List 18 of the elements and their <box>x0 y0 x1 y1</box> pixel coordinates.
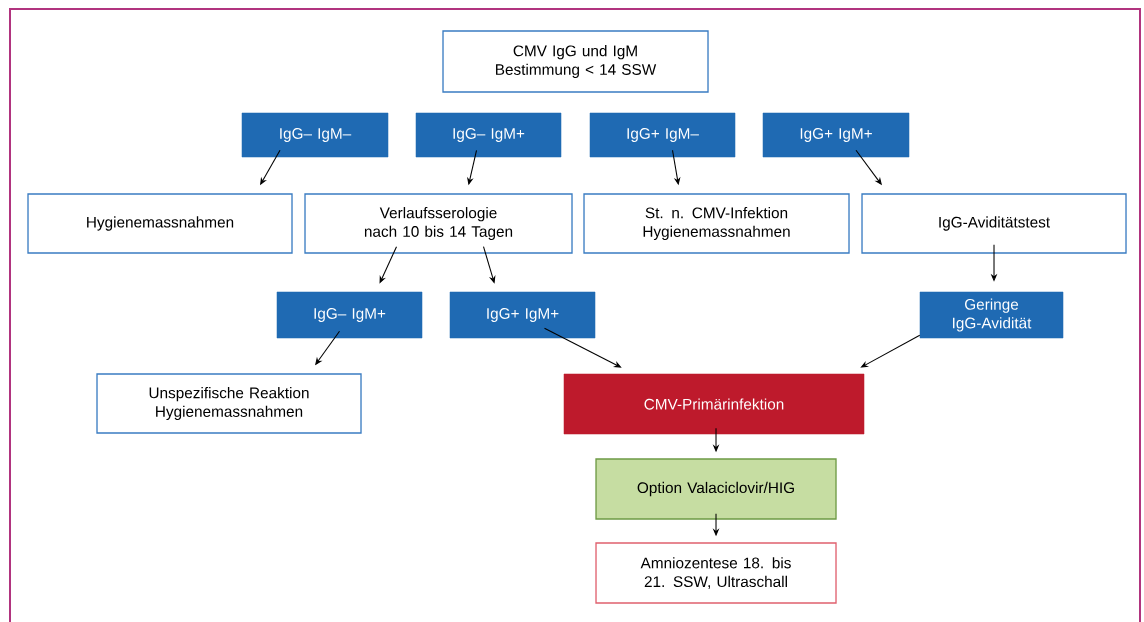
result-box: IgG– IgM+ <box>276 291 423 339</box>
result-box: Geringe IgG-Avidität <box>919 291 1064 339</box>
process-box: CMV IgG und IgM Bestimmung < 14 SSW <box>442 30 709 93</box>
process-box: Verlaufsserologie nach 10 bis 14 Tagen <box>304 193 573 254</box>
arrow <box>543 327 622 368</box>
therapy-box: Option Valaciclovir/HIG <box>595 458 837 520</box>
result-box: IgG– IgM+ <box>415 112 562 158</box>
diagnosis-box: CMV-Primärinfektion <box>563 373 865 435</box>
result-box: IgG– IgM– <box>241 112 389 158</box>
arrow <box>860 334 921 368</box>
process-box: Amniozentese 18. bis 21. SSW, Ultraschall <box>595 542 837 604</box>
process-box: St. n. CMV-Infektion Hygienemassnahmen <box>583 193 850 254</box>
process-box: Unspezifische Reaktion Hygienemassnahmen <box>96 373 362 434</box>
result-box: IgG+ IgM– <box>589 112 736 158</box>
result-box: IgG+ IgM+ <box>762 112 910 158</box>
process-box: Hygienemassnahmen <box>27 193 293 254</box>
process-box: IgG-Aviditätstest <box>861 193 1127 254</box>
result-box: IgG+ IgM+ <box>449 291 596 339</box>
